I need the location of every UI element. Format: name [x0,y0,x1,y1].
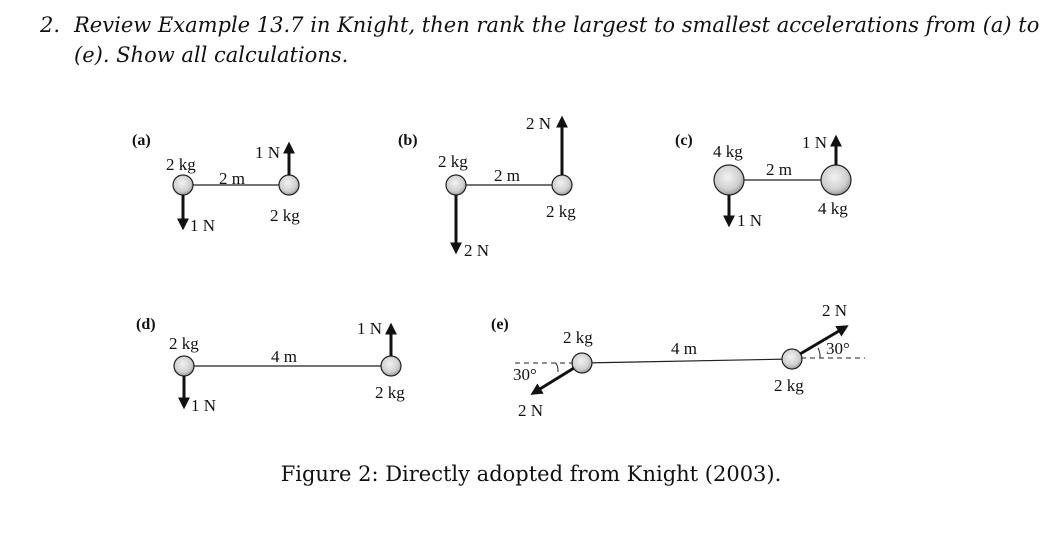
panel-d-right-mass-label: 2 kg [375,383,405,402]
panel-a-left-mass-ball [172,174,194,196]
panel-e-right-angle-arc [817,347,821,359]
panel-b-left-force-label: 2 N [464,241,489,260]
question: 2. Review Example 13.7 in Knight, then r… [40,10,1050,70]
panel-e-left-angle-label: 30° [513,365,537,384]
panel-c-left-force-label: 1 N [737,211,762,230]
panel-a-separation-label: 2 m [219,169,245,188]
panel-e-right-force-arrow [799,325,849,356]
panel-a-right-mass-label: 2 kg [270,206,300,225]
question-number: 2. [40,13,61,37]
panel-b-left-mass-label: 2 kg [438,152,468,171]
panel-d: (d) 2 kg 4 m 1 N 2 kg 1 N [136,316,405,415]
panel-e-right-force-label: 2 N [822,301,847,320]
question-text: Review Example 13.7 in Knight, then rank… [74,13,1040,67]
panel-b: (b) 2 kg 2 m 2 N 2 kg 2 N [398,114,576,260]
panel-b-right-force-label: 2 N [526,114,551,133]
figure-caption: Figure 2: Directly adopted from Knight (… [280,462,782,486]
panel-b-separation-label: 2 m [494,166,520,185]
panel-e-right-mass-label: 2 kg [774,376,804,395]
panel-c-label: (c) [675,132,693,149]
panel-e-rod [581,358,793,364]
panel-d-left-force-label: 1 N [191,396,216,415]
panel-c-separation-label: 2 m [766,160,792,179]
panel-d-right-mass-ball [380,355,402,377]
panel-b-left-mass-ball [445,174,467,196]
panel-b-right-mass-ball [551,174,573,196]
panel-e-left-force-label: 2 N [518,401,543,420]
panel-e-right-angle-label: 30° [826,339,850,358]
panel-d-left-mass-label: 2 kg [169,334,199,353]
panel-a-label: (a) [132,132,151,149]
panel-e-left-mass-label: 2 kg [563,328,593,347]
panel-d-left-mass-ball [173,355,195,377]
panel-d-separation-label: 4 m [271,347,297,366]
panel-e-label: (e) [491,316,509,333]
panel-d-label: (d) [136,316,156,333]
panel-a-right-force-label: 1 N [255,143,280,162]
panel-a-left-force-label: 1 N [190,216,215,235]
panel-c-right-mass-label: 4 kg [818,199,848,218]
panel-d-right-force-label: 1 N [357,319,382,338]
panel-c-left-mass-ball [713,164,745,196]
panel-e-separation-label: 4 m [671,339,697,358]
panel-e-left-force-arrow [530,366,575,395]
panel-e-left-mass-ball [571,352,593,374]
panel-a-left-mass-label: 2 kg [166,155,196,174]
panel-a-right-mass-ball [278,174,300,196]
panel-e: (e) 2 kg 4 m 30° 2 N 2 N 30° 2 kg [491,301,865,420]
panel-e-right-mass-ball [781,348,803,370]
panel-c: (c) 4 kg 2 m 1 N 4 kg 1 N [675,132,852,230]
panel-a: (a) 2 kg 2 m 1 N 2 kg 1 N [132,132,300,235]
panel-c-left-mass-label: 4 kg [713,142,743,161]
panel-e-left-angle-arc [555,362,559,373]
panel-b-right-mass-label: 2 kg [546,202,576,221]
panel-b-label: (b) [398,132,418,149]
panel-c-right-mass-ball [820,164,852,196]
panel-c-right-force-label: 1 N [802,133,827,152]
